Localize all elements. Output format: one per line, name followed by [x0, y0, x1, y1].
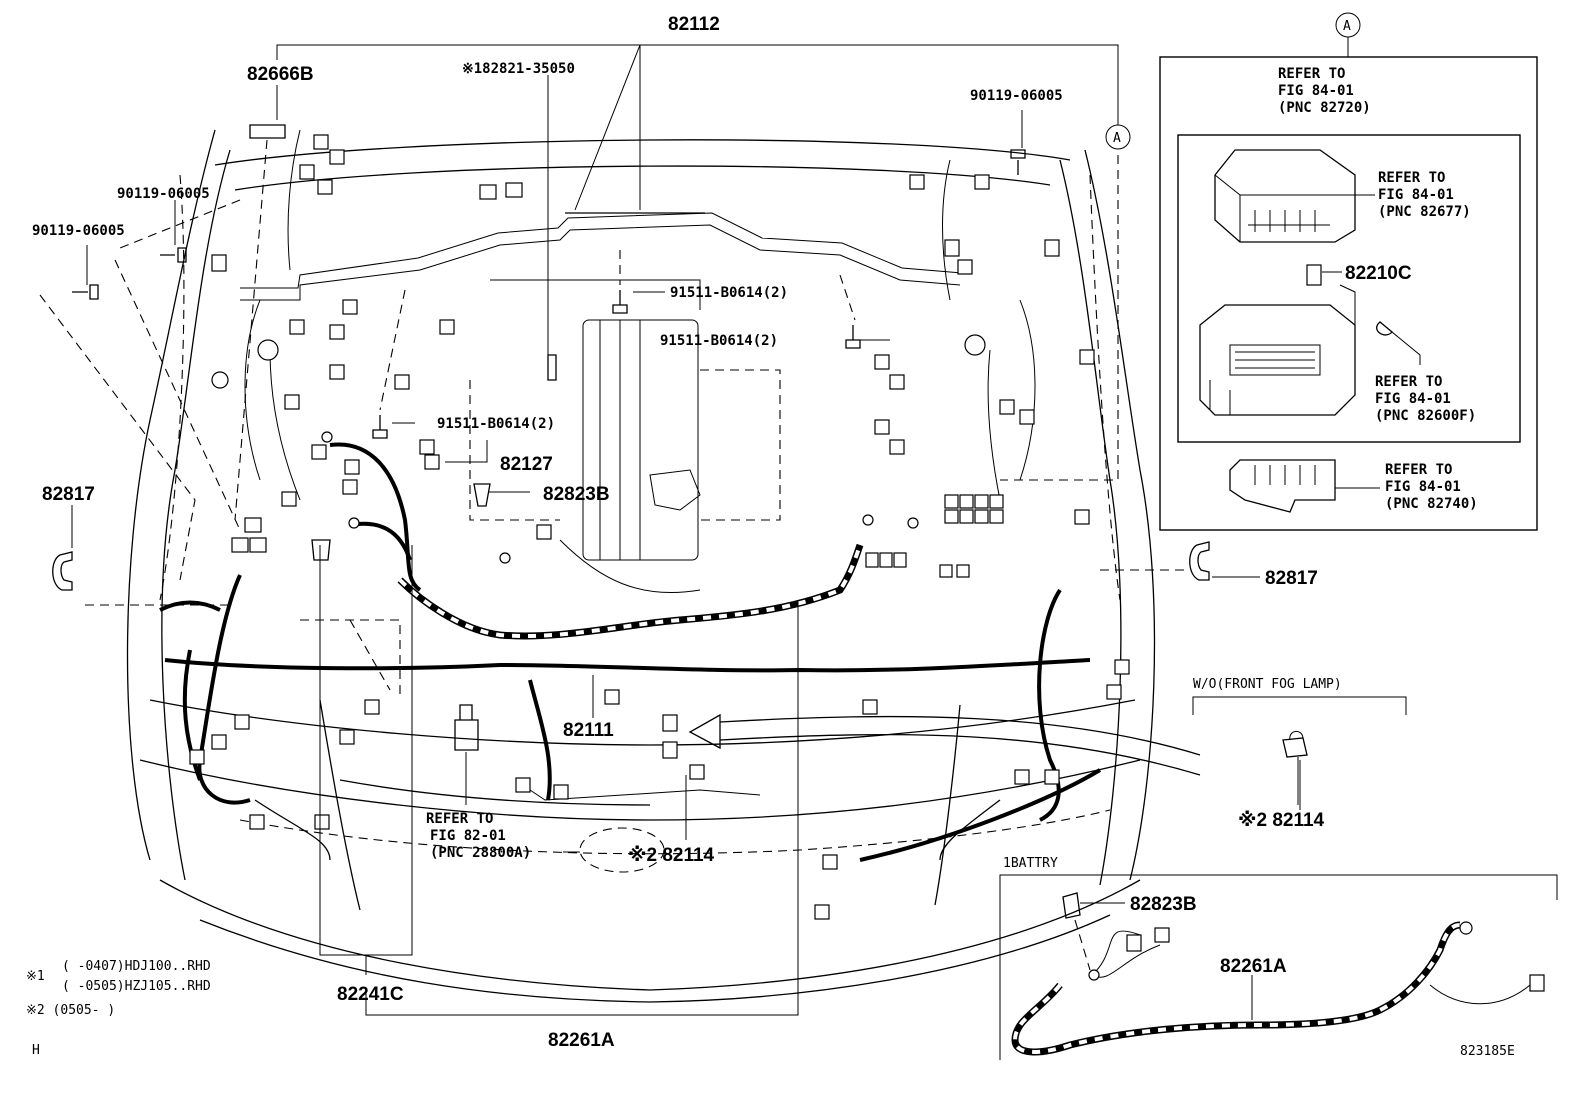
refer-82740-line1: REFER TO	[1385, 462, 1452, 478]
bolt-icons	[72, 124, 1026, 751]
refer-82720-line1: REFER TO	[1278, 66, 1345, 82]
refer-82600F-line2: FIG 84-01	[1375, 391, 1451, 407]
battery-group: 1BATTRY 82823B 82261A	[999, 856, 1558, 1060]
label-82114-main: ※2 82114	[628, 845, 715, 866]
label-91511-c: 91511-B0614(2)	[437, 416, 555, 432]
callout-a-label: A	[1113, 131, 1121, 146]
refer-82600F-line1: REFER TO	[1375, 374, 1442, 390]
label-82112: 82112	[668, 14, 720, 35]
footnotes: ※1 ( -0407)HDJ100..RHD ( -0505)HZJ105..R…	[26, 959, 1515, 1059]
footnote-1-line2: ( -0505)HZJ105..RHD	[62, 979, 211, 994]
label-82823B-battery: 82823B	[1130, 894, 1197, 915]
footnote-1-line1: ( -0407)HDJ100..RHD	[62, 959, 211, 974]
fog-lamp-arrow	[688, 713, 1201, 776]
refer-82740-line2: FIG 84-01	[1385, 479, 1461, 495]
battery-group-title: 1BATTRY	[1003, 856, 1058, 871]
label-90119-top: 90119-06005	[970, 88, 1063, 104]
label-90119-left2: 90119-06005	[32, 223, 125, 239]
label-82114-fog: ※2 82114	[1238, 810, 1325, 831]
leader-lines	[39, 44, 1301, 1016]
inset-a-panel: A REFER TO FIG 84-01 (PNC 82720) REFER T…	[1159, 12, 1538, 531]
refer-28800A-line3: (PNC 28800A)	[430, 845, 531, 861]
refer-82600F-line3: (PNC 82600F)	[1375, 408, 1476, 424]
diagram-id: 823185E	[1460, 1044, 1515, 1059]
label-82817-left: 82817	[42, 484, 95, 505]
label-91511-a: 91511-B0614(2)	[670, 285, 788, 301]
corner-h: H	[32, 1043, 40, 1058]
footnote-2: ※2 (0505- )	[26, 1003, 115, 1018]
refer-82720-line3: (PNC 82720)	[1278, 100, 1371, 116]
refer-82677-line3: (PNC 82677)	[1378, 204, 1471, 220]
refer-28800A-line1: REFER TO	[426, 811, 493, 827]
main-harness-82112	[240, 129, 1001, 501]
label-82823B: 82823B	[543, 484, 610, 505]
label-91511-b: 91511-B0614(2)	[660, 333, 778, 349]
relay-82210C-icon	[1306, 264, 1322, 286]
refer-82720-line2: FIG 84-01	[1278, 83, 1354, 99]
label-82241C: 82241C	[337, 984, 404, 1005]
refer-28800A-line2: FIG 82-01	[430, 828, 506, 844]
label-82261A-bottom: 82261A	[548, 1030, 615, 1051]
clip-82817-right-icon	[1189, 541, 1210, 581]
clip-82817-left-icon	[52, 551, 73, 591]
label-82817-right: 82817	[1265, 568, 1318, 589]
refer-82677-line1: REFER TO	[1378, 170, 1445, 186]
label-82666B: 82666B	[247, 64, 314, 85]
inset-a-frame	[1159, 56, 1538, 531]
refer-82740-line3: (PNC 82740)	[1385, 496, 1478, 512]
label-82111: 82111	[563, 720, 614, 741]
battery-outline	[579, 827, 665, 873]
connectors	[189, 134, 1130, 920]
wo-fog-lamp-title: W/O(FRONT FOG LAMP)	[1193, 677, 1342, 692]
label-90119-left1: 90119-06005	[117, 186, 210, 202]
callout-a-circle	[1105, 124, 1131, 150]
inset-a-inner-frame	[1177, 134, 1521, 443]
label-82261A-battery: 82261A	[1220, 956, 1287, 977]
label-82210C: 82210C	[1345, 263, 1412, 284]
inset-a-label: A	[1343, 19, 1351, 34]
label-82127: 82127	[500, 454, 553, 475]
label-82821-35050: ※182821-35050	[462, 61, 575, 77]
footnote-1-mark: ※1	[26, 969, 45, 984]
refer-82677-line2: FIG 84-01	[1378, 187, 1454, 203]
engine-bay-outline	[126, 129, 1156, 1003]
refer-28800A: REFER TO FIG 82-01 (PNC 28800A)	[426, 811, 531, 861]
harness-82111	[159, 574, 1102, 862]
wo-fog-lamp-group: W/O(FRONT FOG LAMP) ※2 82114	[1192, 677, 1407, 831]
